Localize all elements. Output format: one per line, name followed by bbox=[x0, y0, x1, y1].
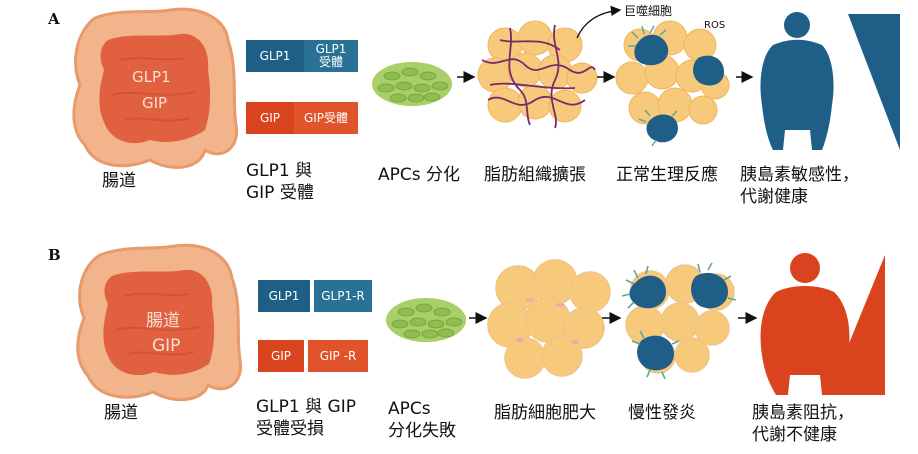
receptor-glp1-ligand-a: GLP1 bbox=[246, 40, 304, 72]
adipocyte-hypertrophy-b bbox=[487, 259, 611, 379]
triangle-resistance-b bbox=[828, 255, 885, 395]
caption-outcome-b: 胰島素阻抗， 代謝不健康 bbox=[752, 403, 854, 445]
caption-adipose-b: 脂肪細胞肥大 bbox=[494, 403, 596, 423]
gut-label-glp1-a: GLP1 bbox=[132, 68, 171, 86]
caption-adipose-a: 脂肪組織擴張 bbox=[484, 165, 586, 185]
receptor-gip-ligand-a: GIP bbox=[246, 102, 294, 134]
person-healthy-icon bbox=[760, 12, 834, 150]
gut-illustration-a bbox=[72, 7, 238, 169]
caption-apcs-a: APCs 分化 bbox=[378, 165, 461, 185]
caption-response-a: 正常生理反應 bbox=[616, 165, 718, 185]
receptor-glp1-receptor-b: GLP1-R bbox=[314, 280, 372, 312]
caption-receptors-b: GLP1 與 GIP 受體受損 bbox=[256, 397, 356, 439]
gut-label-gip-a: GIP bbox=[142, 94, 168, 112]
panel-letter-a: A bbox=[48, 10, 60, 28]
arrow-macrophage bbox=[576, 5, 622, 39]
triangle-sensitivity-a bbox=[848, 14, 900, 150]
receptor-gip-receptor-a: GIP受體 bbox=[294, 102, 358, 134]
gut-label-2-b: GIP bbox=[152, 336, 181, 356]
receptor-gip-a: GIP GIP受體 bbox=[246, 102, 358, 134]
caption-receptors-a: GLP1 與 GIP 受體 bbox=[246, 161, 314, 203]
apcs-cells-b bbox=[386, 298, 466, 342]
receptor-gip-receptor-b: GIP -R bbox=[308, 340, 368, 372]
caption-inflammation-b: 慢性發炎 bbox=[628, 403, 696, 423]
ros-label: ROS bbox=[704, 20, 726, 31]
macrophage-label: 巨噬細胞 bbox=[624, 4, 673, 18]
caption-gut-b: 腸道 bbox=[104, 403, 138, 423]
caption-apcs-b: APCs 分化失敗 bbox=[388, 399, 456, 441]
caption-outcome-a: 胰島素敏感性， 代謝健康 bbox=[740, 165, 859, 207]
chronic-inflammation-b bbox=[621, 262, 737, 380]
receptor-glp1-a: GLP1 GLP1 受體 bbox=[246, 40, 358, 72]
gut-label-1-b: 腸道 bbox=[146, 311, 180, 331]
normal-response-a bbox=[615, 20, 730, 147]
receptor-glp1-ligand-b: GLP1 bbox=[258, 280, 310, 312]
adipose-tissue-a bbox=[477, 20, 598, 129]
receptor-glp1-b: GLP1 GLP1-R bbox=[258, 280, 372, 312]
receptor-glp1-receptor-a: GLP1 受體 bbox=[304, 40, 358, 72]
panel-letter-b: B bbox=[48, 246, 61, 264]
receptor-gip-b: GIP GIP -R bbox=[258, 340, 368, 372]
caption-gut-a: 腸道 bbox=[102, 171, 136, 191]
gut-illustration-b bbox=[76, 243, 242, 402]
apcs-cells-a bbox=[372, 62, 452, 106]
receptor-gip-ligand-b: GIP bbox=[258, 340, 304, 372]
person-unhealthy-icon bbox=[760, 253, 850, 395]
